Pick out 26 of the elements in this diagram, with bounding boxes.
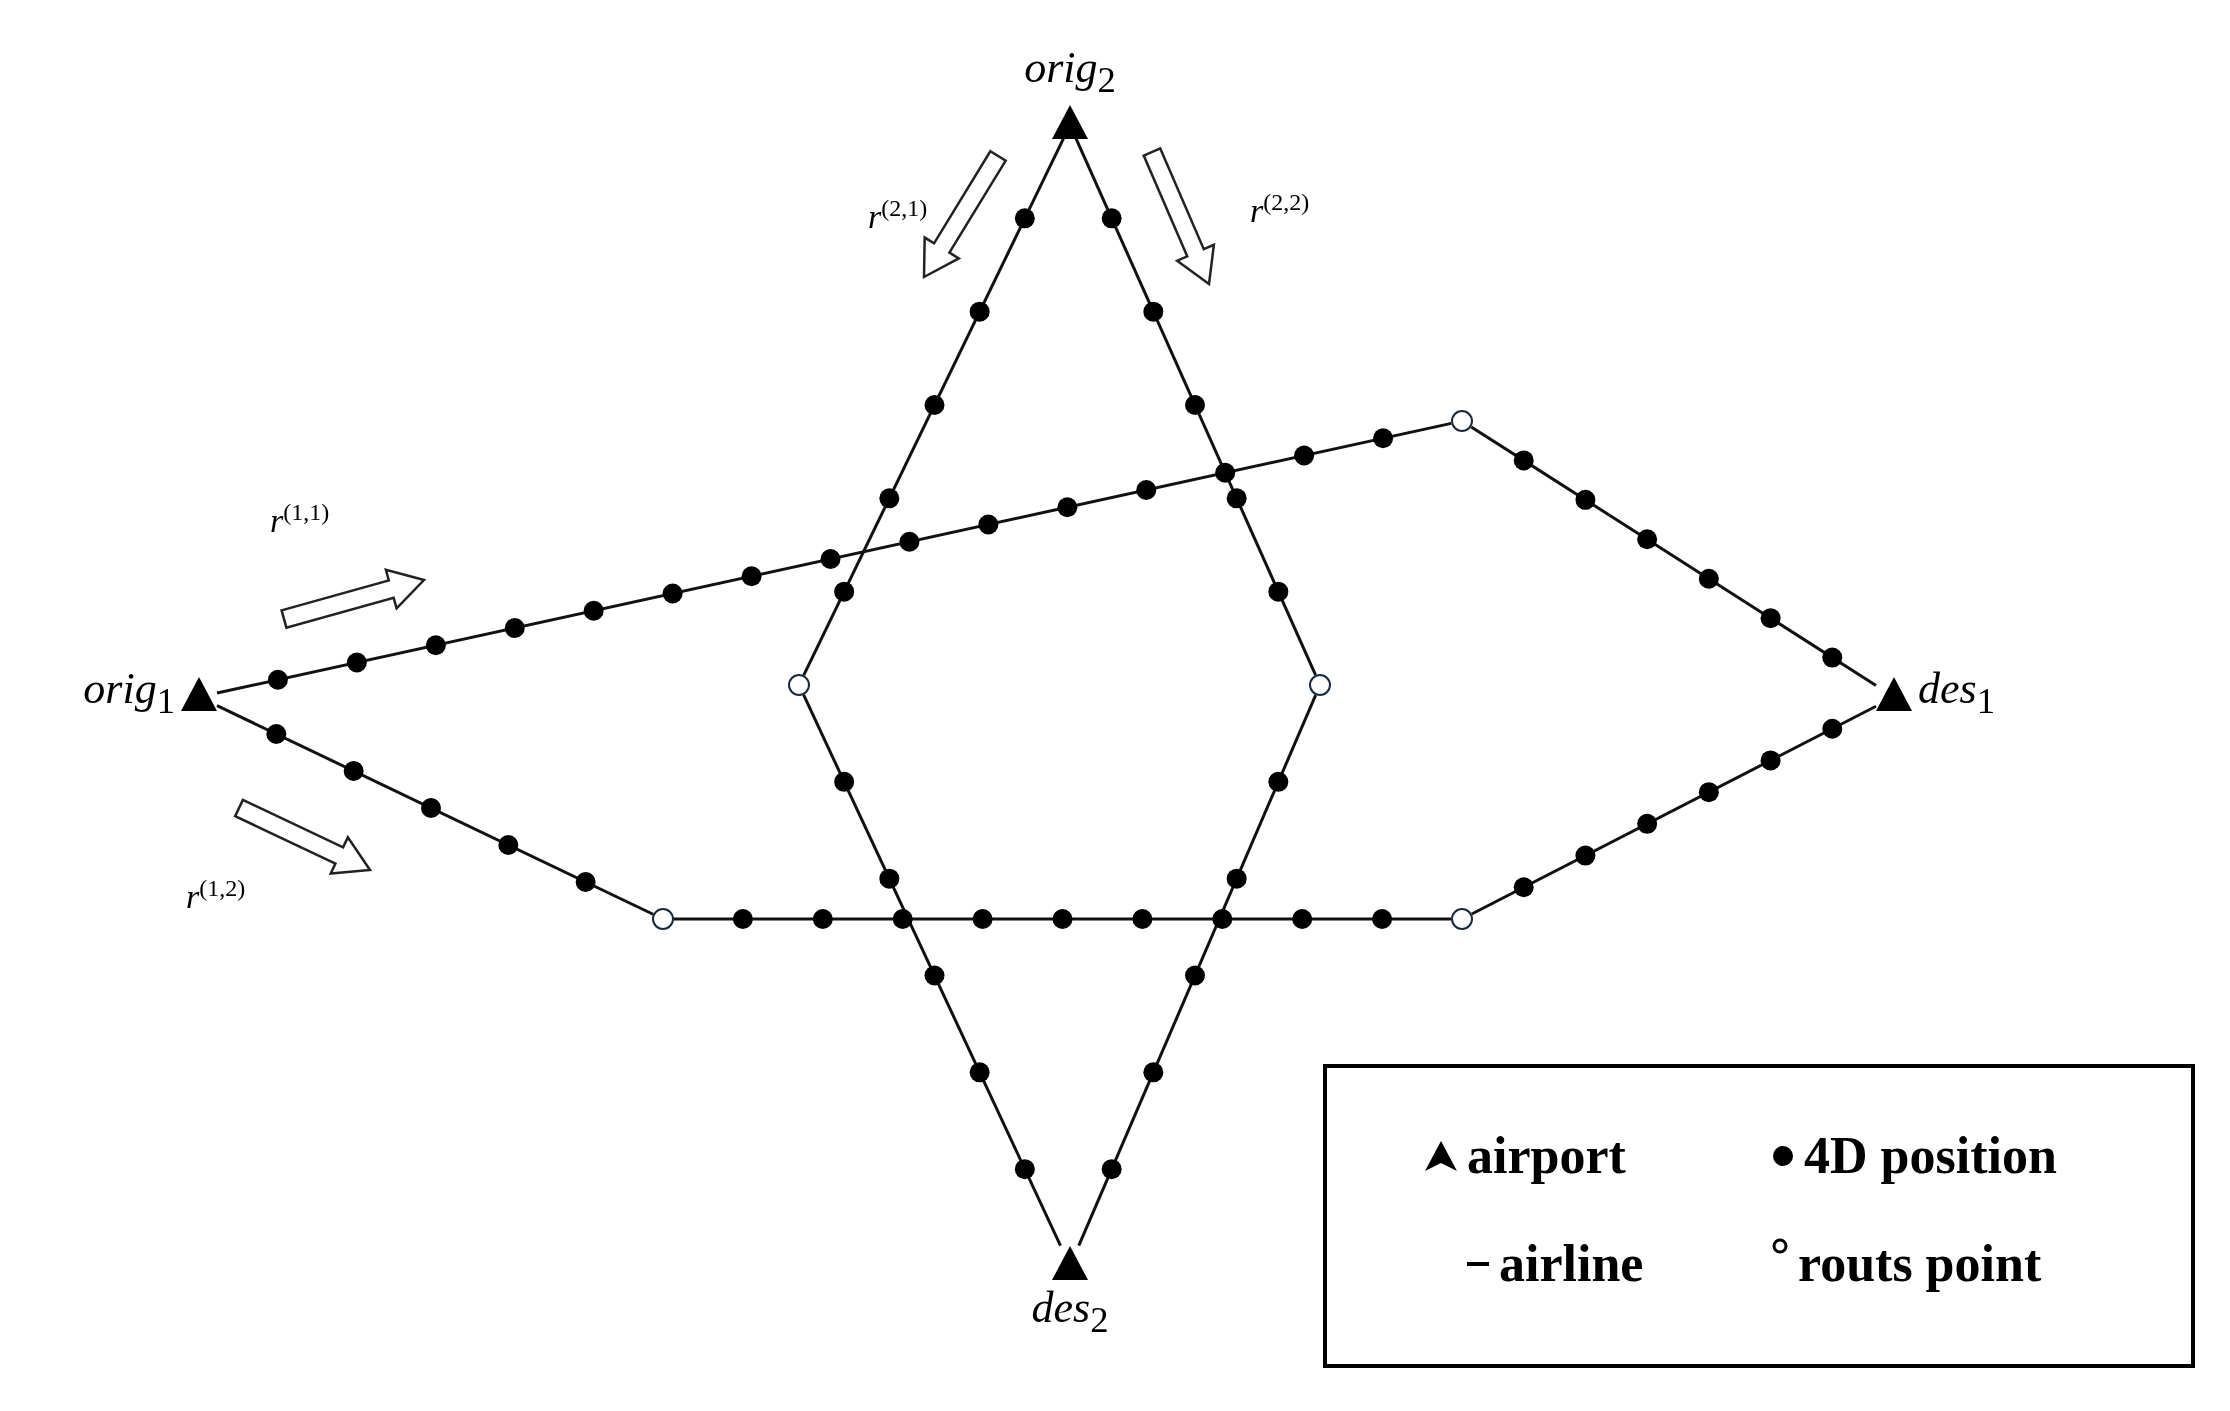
airline-line bbox=[1074, 137, 1317, 676]
airport-label: orig$_{1}$ bbox=[83, 667, 175, 720]
airport-label: des$_{2}$ bbox=[1031, 1285, 1109, 1339]
route-point-circle bbox=[652, 908, 674, 930]
airline-line bbox=[802, 694, 1062, 1247]
legend-label: 4D position bbox=[1804, 1130, 2057, 1182]
legend-label: airport bbox=[1467, 1130, 1626, 1182]
route-label: r$^{(1,1)}$ bbox=[270, 500, 330, 539]
legend-label: airline bbox=[1499, 1238, 1644, 1290]
airport-label: des$_{1}$ bbox=[1918, 667, 1995, 720]
route-label: r$^{(2,2)}$ bbox=[1250, 190, 1310, 229]
airline-line bbox=[802, 137, 1065, 676]
route-point-circle bbox=[1309, 674, 1331, 696]
airport-label: orig$_{2}$ bbox=[1024, 46, 1116, 99]
airline-line bbox=[1077, 694, 1318, 1247]
legend-label: routs point bbox=[1798, 1238, 2042, 1290]
airline-line bbox=[216, 421, 1452, 695]
airline-line bbox=[216, 704, 654, 916]
route-label: r$^{(2,1)}$ bbox=[868, 196, 928, 235]
route-point-circle bbox=[1451, 908, 1473, 930]
route-label: r$^{(1,2)}$ bbox=[186, 876, 246, 915]
route-point-circle bbox=[1451, 410, 1473, 432]
airline-line bbox=[674, 917, 1451, 921]
airline-line bbox=[1471, 704, 1877, 916]
airline-line bbox=[1470, 425, 1877, 687]
route-point-circle bbox=[788, 674, 810, 696]
